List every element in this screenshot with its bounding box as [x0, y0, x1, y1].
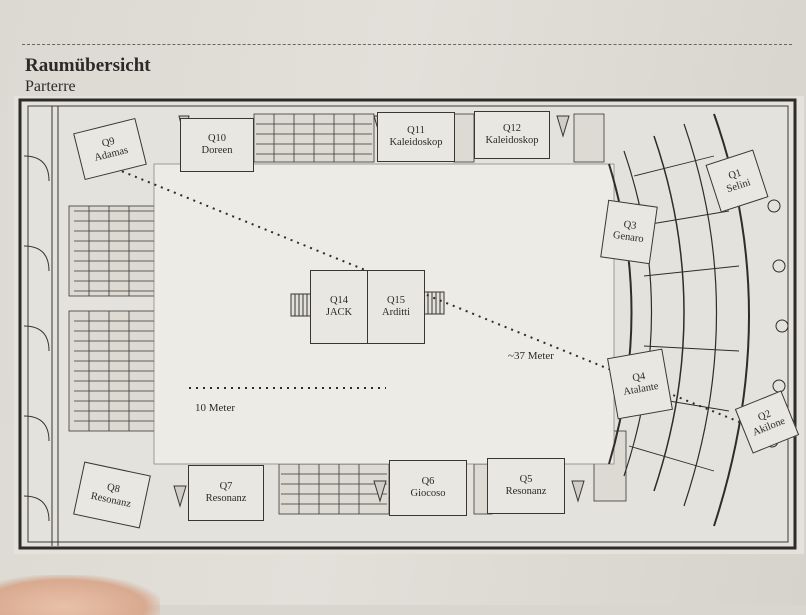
room-code: Q14: [329, 295, 349, 306]
room-code: Q15: [386, 295, 406, 306]
left-seating: [68, 205, 162, 432]
room-q11[interactable]: Q11 Kaleidoskop: [377, 112, 455, 162]
outer-wall: [18, 98, 797, 550]
diagonal-distance-label: ~37 Meter: [508, 350, 554, 362]
room-code: Q7: [219, 481, 233, 492]
room-q7[interactable]: Q7 Resonanz: [188, 465, 264, 521]
room-name: Giocoso: [410, 488, 446, 499]
scale-distance-label: 10 Meter: [195, 402, 236, 414]
page-subtitle: Parterre: [25, 78, 76, 95]
room-q6[interactable]: Q6 Giocoso: [389, 460, 467, 516]
room-name: Doreen: [201, 145, 233, 156]
room-q5[interactable]: Q5 Resonanz: [487, 458, 565, 514]
room-name: Resonanz: [505, 486, 547, 497]
room-name: JACK: [325, 307, 353, 318]
left-doors: [23, 106, 59, 546]
room-q3[interactable]: Q3 Genaro: [600, 199, 658, 265]
room-code: Q10: [207, 133, 227, 144]
room-code: Q6: [421, 476, 435, 487]
room-name: Kaleidoskop: [389, 137, 443, 148]
bottom-seating: [278, 430, 627, 515]
room-name: Kaleidoskop: [485, 135, 539, 146]
center-steps: [290, 291, 445, 317]
room-name: Arditti: [382, 307, 410, 318]
room-q12[interactable]: Q12 Kaleidoskop: [474, 111, 550, 159]
room-code: Q5: [519, 474, 533, 485]
room-q4[interactable]: Q4 Atalante: [607, 348, 673, 420]
room-q10[interactable]: Q10 Doreen: [180, 118, 254, 172]
room-q15[interactable]: Q15 Arditti: [367, 270, 425, 344]
page-title: Raumübersicht: [25, 55, 151, 76]
room-q14[interactable]: Q14 JACK: [310, 270, 368, 344]
room-name: Resonanz: [205, 493, 247, 504]
room-code: Q11: [407, 125, 425, 136]
section-divider: [22, 44, 792, 45]
finger-shadow: [0, 575, 160, 615]
room-code: Q12: [502, 123, 522, 134]
